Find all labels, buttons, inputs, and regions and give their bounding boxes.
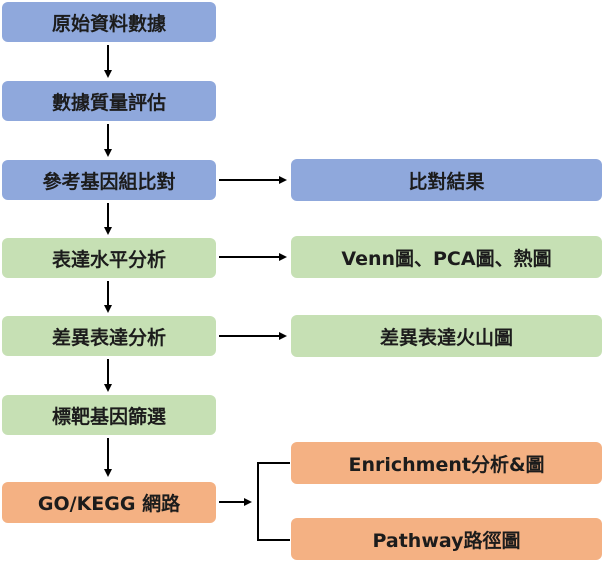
output-alignment-result: 比對結果 [291,159,602,201]
output-venn-pca-heatmap: Venn圖、PCA圖、熱圖 [291,236,602,278]
step-differential-expression: 差異表達分析 [2,316,216,356]
bracket-connector [257,462,290,541]
step-raw-data: 原始資料數據 [2,2,216,42]
step-go-kegg-network: GO/KEGG 網路 [2,482,216,523]
step-expression-level: 表達水平分析 [2,238,216,278]
output-volcano-plot: 差異表達火山圖 [291,315,602,357]
output-enrichment: Enrichment分析&圖 [291,442,602,484]
step-genome-alignment: 參考基因組比對 [2,160,216,200]
step-quality-assessment: 數據質量評估 [2,81,216,121]
output-pathway: Pathway路徑圖 [291,518,602,560]
step-target-gene-screening: 標靶基因篩選 [2,395,216,435]
